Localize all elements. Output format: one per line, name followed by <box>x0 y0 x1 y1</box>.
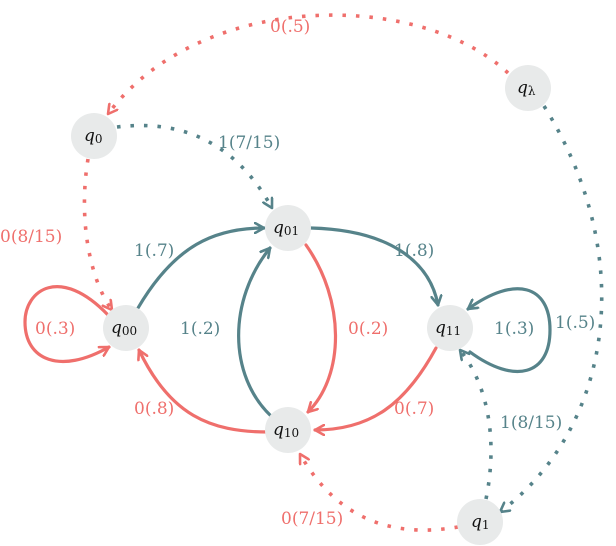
label-q0-q00: 0(8/15) <box>0 227 62 247</box>
label-q0-q01: 1(7/15) <box>218 133 280 153</box>
edge-q01-q10 <box>304 243 338 414</box>
edge-q11-q10 <box>313 346 438 430</box>
svg-text:q10: q10 <box>273 420 299 440</box>
svg-text:q1: q1 <box>471 512 490 532</box>
edge-q10-q00 <box>139 348 270 434</box>
edge-q0-q00 <box>82 158 114 310</box>
edge-q10-q01 <box>237 246 273 418</box>
label-q10-q01: 1(.2) <box>180 319 220 339</box>
node-q1[interactable]: q1 <box>457 499 503 545</box>
edge-labels: 0(.5) 1(7/15) 0(8/15) 1(.7) 1(.8) 0(.3) … <box>0 17 595 529</box>
label-q1-q10: 0(7/15) <box>281 509 343 529</box>
node-q-lambda[interactable]: qλ <box>505 65 551 111</box>
node-q0[interactable]: q0 <box>71 113 117 159</box>
solid-edges <box>23 226 552 434</box>
edge-q00-self <box>23 285 111 364</box>
svg-text:q01: q01 <box>273 218 299 238</box>
label-q00-self: 0(.3) <box>35 319 75 339</box>
label-qlambda-q1: 1(.5) <box>555 313 595 333</box>
label-q11-self: 1(.3) <box>494 319 534 339</box>
edge-q00-q01 <box>136 228 266 310</box>
label-q00-q01: 1(.7) <box>134 241 174 261</box>
edge-q11-self <box>466 287 552 374</box>
label-qlambda-q0: 0(.5) <box>270 17 310 37</box>
svg-text:qλ: qλ <box>517 78 536 98</box>
edge-qlambda-q0 <box>106 13 510 114</box>
svg-text:q11: q11 <box>435 318 461 338</box>
node-q01[interactable]: q01 <box>265 205 311 251</box>
edge-qlambda-q1 <box>500 105 604 514</box>
svg-text:q0: q0 <box>84 126 103 146</box>
edge-q01-q11 <box>309 226 438 307</box>
nodes: qλ q0 q01 q00 q11 q10 q1 <box>71 65 551 545</box>
label-q01-q11: 1(.8) <box>394 241 434 261</box>
node-q00[interactable]: q00 <box>103 305 149 351</box>
node-q10[interactable]: q10 <box>265 407 311 453</box>
edge-q0-q01 <box>116 123 274 208</box>
label-q01-q10: 0(.2) <box>348 319 388 339</box>
label-q10-q00: 0(.8) <box>134 399 174 419</box>
node-q11[interactable]: q11 <box>427 305 473 351</box>
svg-text:q00: q00 <box>111 318 137 338</box>
label-q11-q10: 0(.7) <box>394 399 434 419</box>
dotted-edges <box>82 13 604 532</box>
label-q1-q11: 1(8/15) <box>500 413 562 433</box>
edge-q1-q11 <box>458 350 493 500</box>
